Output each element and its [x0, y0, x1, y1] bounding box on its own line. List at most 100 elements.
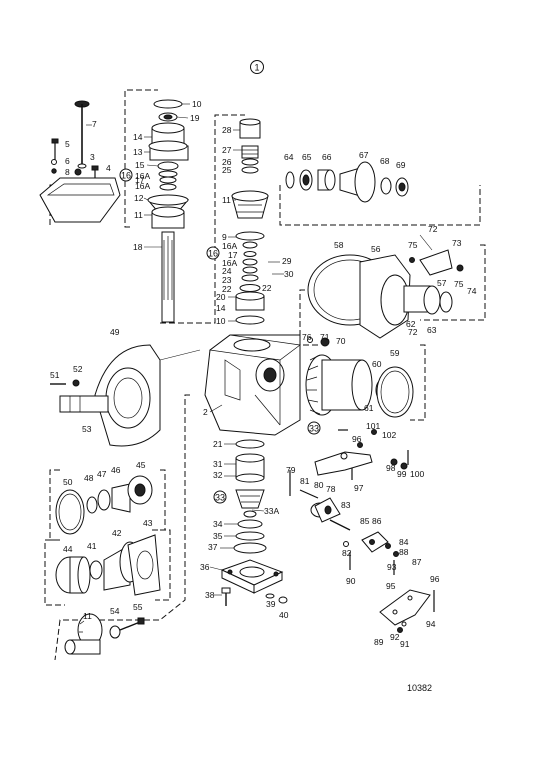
svg-text:56: 56	[371, 244, 381, 254]
svg-text:89: 89	[374, 637, 384, 647]
svg-text:13: 13	[133, 147, 143, 157]
svg-text:21: 21	[213, 439, 223, 449]
svg-text:10: 10	[216, 316, 226, 326]
svg-text:78: 78	[326, 484, 336, 494]
svg-text:16: 16	[208, 249, 218, 259]
svg-text:39: 39	[266, 599, 276, 609]
side-cover	[50, 344, 161, 447]
svg-text:26: 26	[222, 157, 232, 167]
cover-bolts	[51, 138, 99, 178]
svg-text:44: 44	[63, 544, 73, 554]
svg-text:62: 62	[406, 319, 416, 329]
callout-labels: 7 5 6 8 3 4 10 19 14 13 15 16A 16A 17 12…	[50, 99, 477, 649]
svg-text:70: 70	[336, 336, 346, 346]
svg-text:100: 100	[410, 469, 424, 479]
svg-text:35: 35	[213, 531, 223, 541]
bearing-row-lower-left	[55, 534, 161, 596]
svg-text:84: 84	[399, 537, 409, 547]
circled-callouts: 16 16 33 33	[119, 168, 321, 504]
svg-text:16A: 16A	[222, 241, 237, 251]
svg-text:11: 11	[83, 611, 92, 621]
svg-text:17: 17	[228, 250, 238, 260]
svg-text:94: 94	[426, 619, 436, 629]
svg-text:6: 6	[65, 156, 70, 166]
svg-text:87: 87	[412, 557, 422, 567]
svg-text:61: 61	[364, 403, 374, 413]
svg-text:66: 66	[322, 152, 332, 162]
svg-text:41: 41	[87, 541, 97, 551]
svg-text:8: 8	[65, 167, 70, 177]
svg-text:16A: 16A	[135, 171, 150, 181]
svg-text:55: 55	[133, 602, 143, 612]
svg-text:4: 4	[106, 163, 111, 173]
svg-text:40: 40	[279, 610, 289, 620]
svg-text:9: 9	[222, 232, 227, 242]
svg-text:38: 38	[205, 590, 215, 600]
svg-text:48: 48	[84, 473, 94, 483]
svg-text:93: 93	[387, 562, 397, 572]
svg-text:28: 28	[222, 125, 232, 135]
svg-text:22: 22	[262, 283, 272, 293]
svg-text:10: 10	[192, 99, 202, 109]
svg-text:69: 69	[396, 160, 406, 170]
svg-text:79: 79	[286, 465, 296, 475]
svg-text:80: 80	[314, 480, 324, 490]
svg-text:91: 91	[400, 639, 410, 649]
view-number-marker: 1	[250, 60, 264, 74]
svg-text:75: 75	[408, 240, 418, 250]
svg-text:47: 47	[97, 469, 107, 479]
svg-text:72: 72	[428, 224, 438, 234]
svg-text:60: 60	[372, 359, 382, 369]
cover-plate	[39, 177, 121, 223]
svg-text:90: 90	[346, 576, 356, 586]
svg-text:20: 20	[216, 292, 226, 302]
svg-text:14: 14	[216, 303, 226, 313]
drawing-number: 10382	[407, 683, 432, 693]
svg-text:68: 68	[380, 156, 390, 166]
svg-text:95: 95	[386, 581, 396, 591]
svg-text:16A: 16A	[222, 258, 237, 268]
svg-text:23: 23	[222, 275, 232, 285]
svg-text:25: 25	[222, 165, 232, 175]
svg-text:57: 57	[437, 278, 447, 288]
output-flange-row	[285, 161, 409, 203]
svg-text:63: 63	[427, 325, 437, 335]
svg-text:54: 54	[110, 606, 120, 616]
dashed-group-lines	[44, 89, 486, 661]
svg-text:82: 82	[342, 548, 352, 558]
svg-text:96: 96	[352, 434, 362, 444]
svg-text:33A: 33A	[264, 506, 279, 516]
svg-text:67: 67	[359, 150, 369, 160]
shift-linkage-parts	[289, 429, 435, 633]
rear-housing	[307, 249, 464, 339]
svg-text:76: 76	[302, 332, 312, 342]
svg-text:37: 37	[208, 542, 218, 552]
svg-text:1: 1	[254, 63, 259, 73]
svg-text:102: 102	[382, 430, 396, 440]
svg-text:83: 83	[341, 500, 351, 510]
svg-text:88: 88	[399, 547, 409, 557]
svg-text:32: 32	[213, 470, 223, 480]
svg-text:50: 50	[63, 477, 73, 487]
center-gear-stack	[231, 118, 269, 325]
svg-text:19: 19	[190, 113, 200, 123]
svg-text:98: 98	[386, 463, 396, 473]
svg-text:64: 64	[284, 152, 294, 162]
svg-text:59: 59	[390, 348, 400, 358]
gear-row-lower-left	[55, 475, 153, 535]
svg-text:97: 97	[354, 483, 364, 493]
svg-text:46: 46	[111, 465, 121, 475]
svg-text:12: 12	[134, 193, 144, 203]
svg-text:74: 74	[467, 286, 477, 296]
svg-text:99: 99	[397, 469, 407, 479]
svg-text:51: 51	[50, 370, 60, 380]
svg-text:42: 42	[112, 528, 122, 538]
svg-text:58: 58	[334, 240, 344, 250]
svg-text:45: 45	[136, 460, 146, 470]
svg-text:31: 31	[213, 459, 223, 469]
svg-text:16: 16	[121, 171, 131, 181]
svg-text:17: 17	[135, 175, 145, 185]
shift-lever	[74, 100, 92, 169]
svg-text:75: 75	[454, 279, 464, 289]
